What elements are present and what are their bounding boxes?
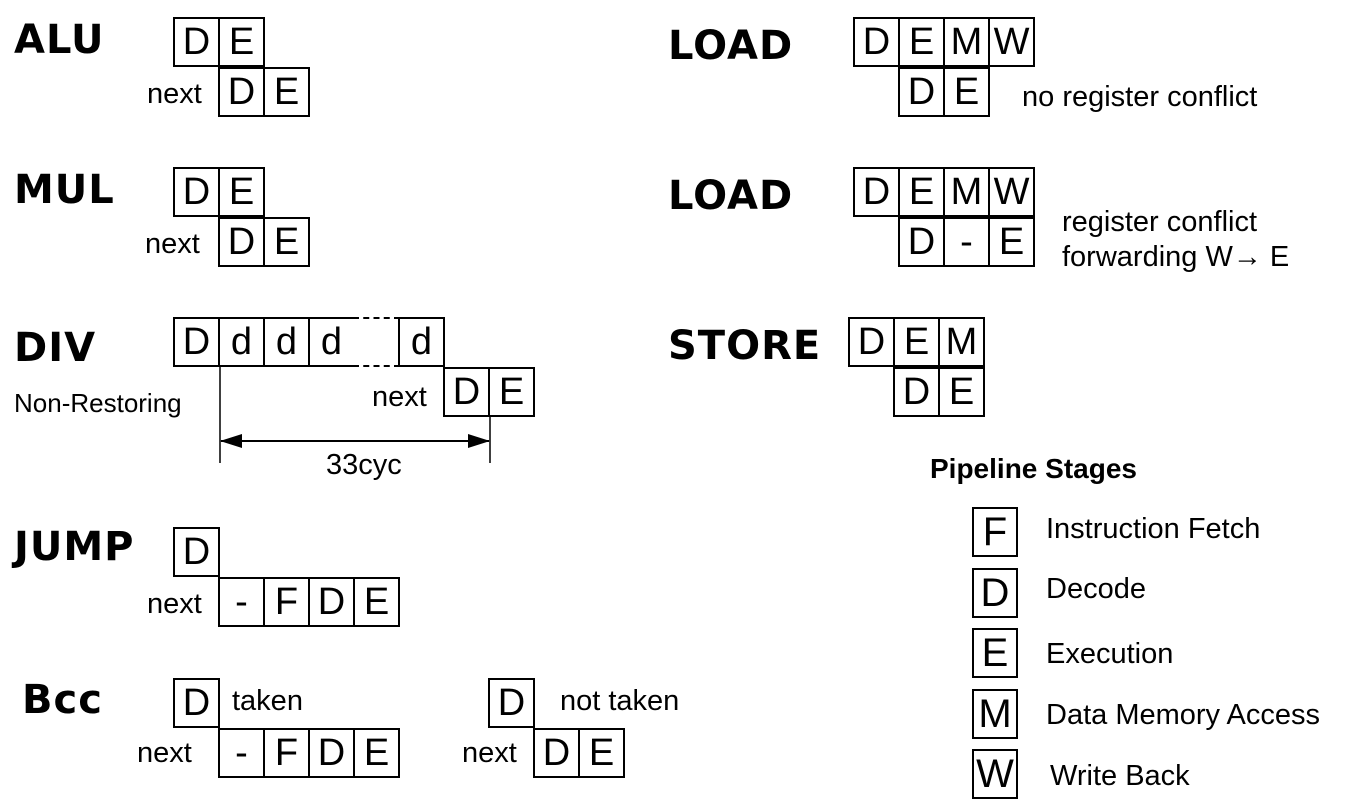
legend-decode-cell: D [972, 568, 1018, 618]
mul-label: MUL [14, 167, 115, 213]
alu-label: ALU [14, 17, 105, 63]
alu-next-stage-cell: D [218, 67, 265, 117]
alu-next-label: next [147, 78, 202, 110]
load-conflict-next-stage-cell: E [988, 217, 1035, 267]
bcc-not-taken-next-stage-cell: E [578, 728, 625, 778]
jump-next-stage-cell: E [353, 577, 400, 627]
load-stage-cell: M [943, 17, 990, 67]
bcc-not-taken-stage-cell: D [488, 678, 535, 728]
legend-memory-cell: M [972, 689, 1018, 739]
load-label: LOAD [668, 23, 794, 69]
alu-next-stage-cell: E [263, 67, 310, 117]
legend-execution-text: Execution [1046, 638, 1174, 670]
load-stage-cell: E [898, 17, 945, 67]
store-stage-cell: M [938, 317, 985, 367]
mul-next-stage-cell: E [263, 217, 310, 267]
jump-label: JUMP [14, 524, 135, 570]
legend-writeback-cell: W [972, 749, 1018, 799]
mul-next-stage-cell: D [218, 217, 265, 267]
mul-next-label: next [145, 228, 200, 260]
div-next-label: next [372, 381, 427, 413]
div-stage-cell: d [398, 317, 445, 367]
bcc-taken-next-label: next [137, 737, 192, 769]
bcc-not-taken-next-label: next [462, 737, 517, 769]
mul-stage-cell: D [173, 167, 220, 217]
bcc-not-taken-note: not taken [560, 685, 680, 717]
bcc-taken-note: taken [232, 685, 303, 717]
alu-stage-cell: E [218, 17, 265, 67]
store-next-stage-cell: D [893, 367, 940, 417]
jump-stage-cell: D [173, 527, 220, 577]
legend-execution-cell: E [972, 628, 1018, 678]
mul-stage-cell: E [218, 167, 265, 217]
div-stage-cell: D [173, 317, 220, 367]
load-conflict-stage-cell: M [943, 167, 990, 217]
jump-next-stage-cell: F [263, 577, 310, 627]
div-sublabel: Non-Restoring [14, 388, 182, 418]
load-stage-cell: W [988, 17, 1035, 67]
alu-stage-cell: D [173, 17, 220, 67]
store-next-stage-cell: E [938, 367, 985, 417]
legend-fetch-text: Instruction Fetch [1046, 513, 1261, 545]
div-cycle-count: 33cyc [326, 449, 402, 481]
load-forwarding-note: forwarding W→ E [1062, 241, 1290, 273]
legend-memory-text: Data Memory Access [1046, 699, 1320, 731]
load-next-stage-cell: D [898, 67, 945, 117]
div-label: DIV [14, 325, 97, 371]
legend-fetch-cell: F [972, 507, 1018, 557]
load-stage-cell: D [853, 17, 900, 67]
load-conflict-note: register conflict [1062, 206, 1258, 238]
div-stage-cell: d [308, 317, 355, 367]
load-conflict-stage-cell: W [988, 167, 1035, 217]
div-elided-cells [353, 317, 400, 367]
div-next-stage-cell: E [488, 367, 535, 417]
load-conflict-next-stage-cell: - [943, 217, 990, 267]
bcc-taken-next-stage-cell: E [353, 728, 400, 778]
bcc-taken-next-stage-cell: F [263, 728, 310, 778]
store-stage-cell: D [848, 317, 895, 367]
store-stage-cell: E [893, 317, 940, 367]
load-conflict-stage-cell: D [853, 167, 900, 217]
load-next-stage-cell: E [943, 67, 990, 117]
legend-decode-text: Decode [1046, 573, 1146, 605]
jump-next-label: next [147, 588, 202, 620]
load-no-conflict-note: no register conflict [1022, 81, 1258, 113]
legend-title: Pipeline Stages [930, 453, 1137, 484]
bcc-taken-stage-cell: D [173, 678, 220, 728]
store-label: STORE [668, 323, 822, 369]
bcc-label: Bcc [22, 677, 103, 723]
legend-writeback-text: Write Back [1050, 760, 1190, 792]
load-conflict-label: LOAD [668, 173, 794, 219]
